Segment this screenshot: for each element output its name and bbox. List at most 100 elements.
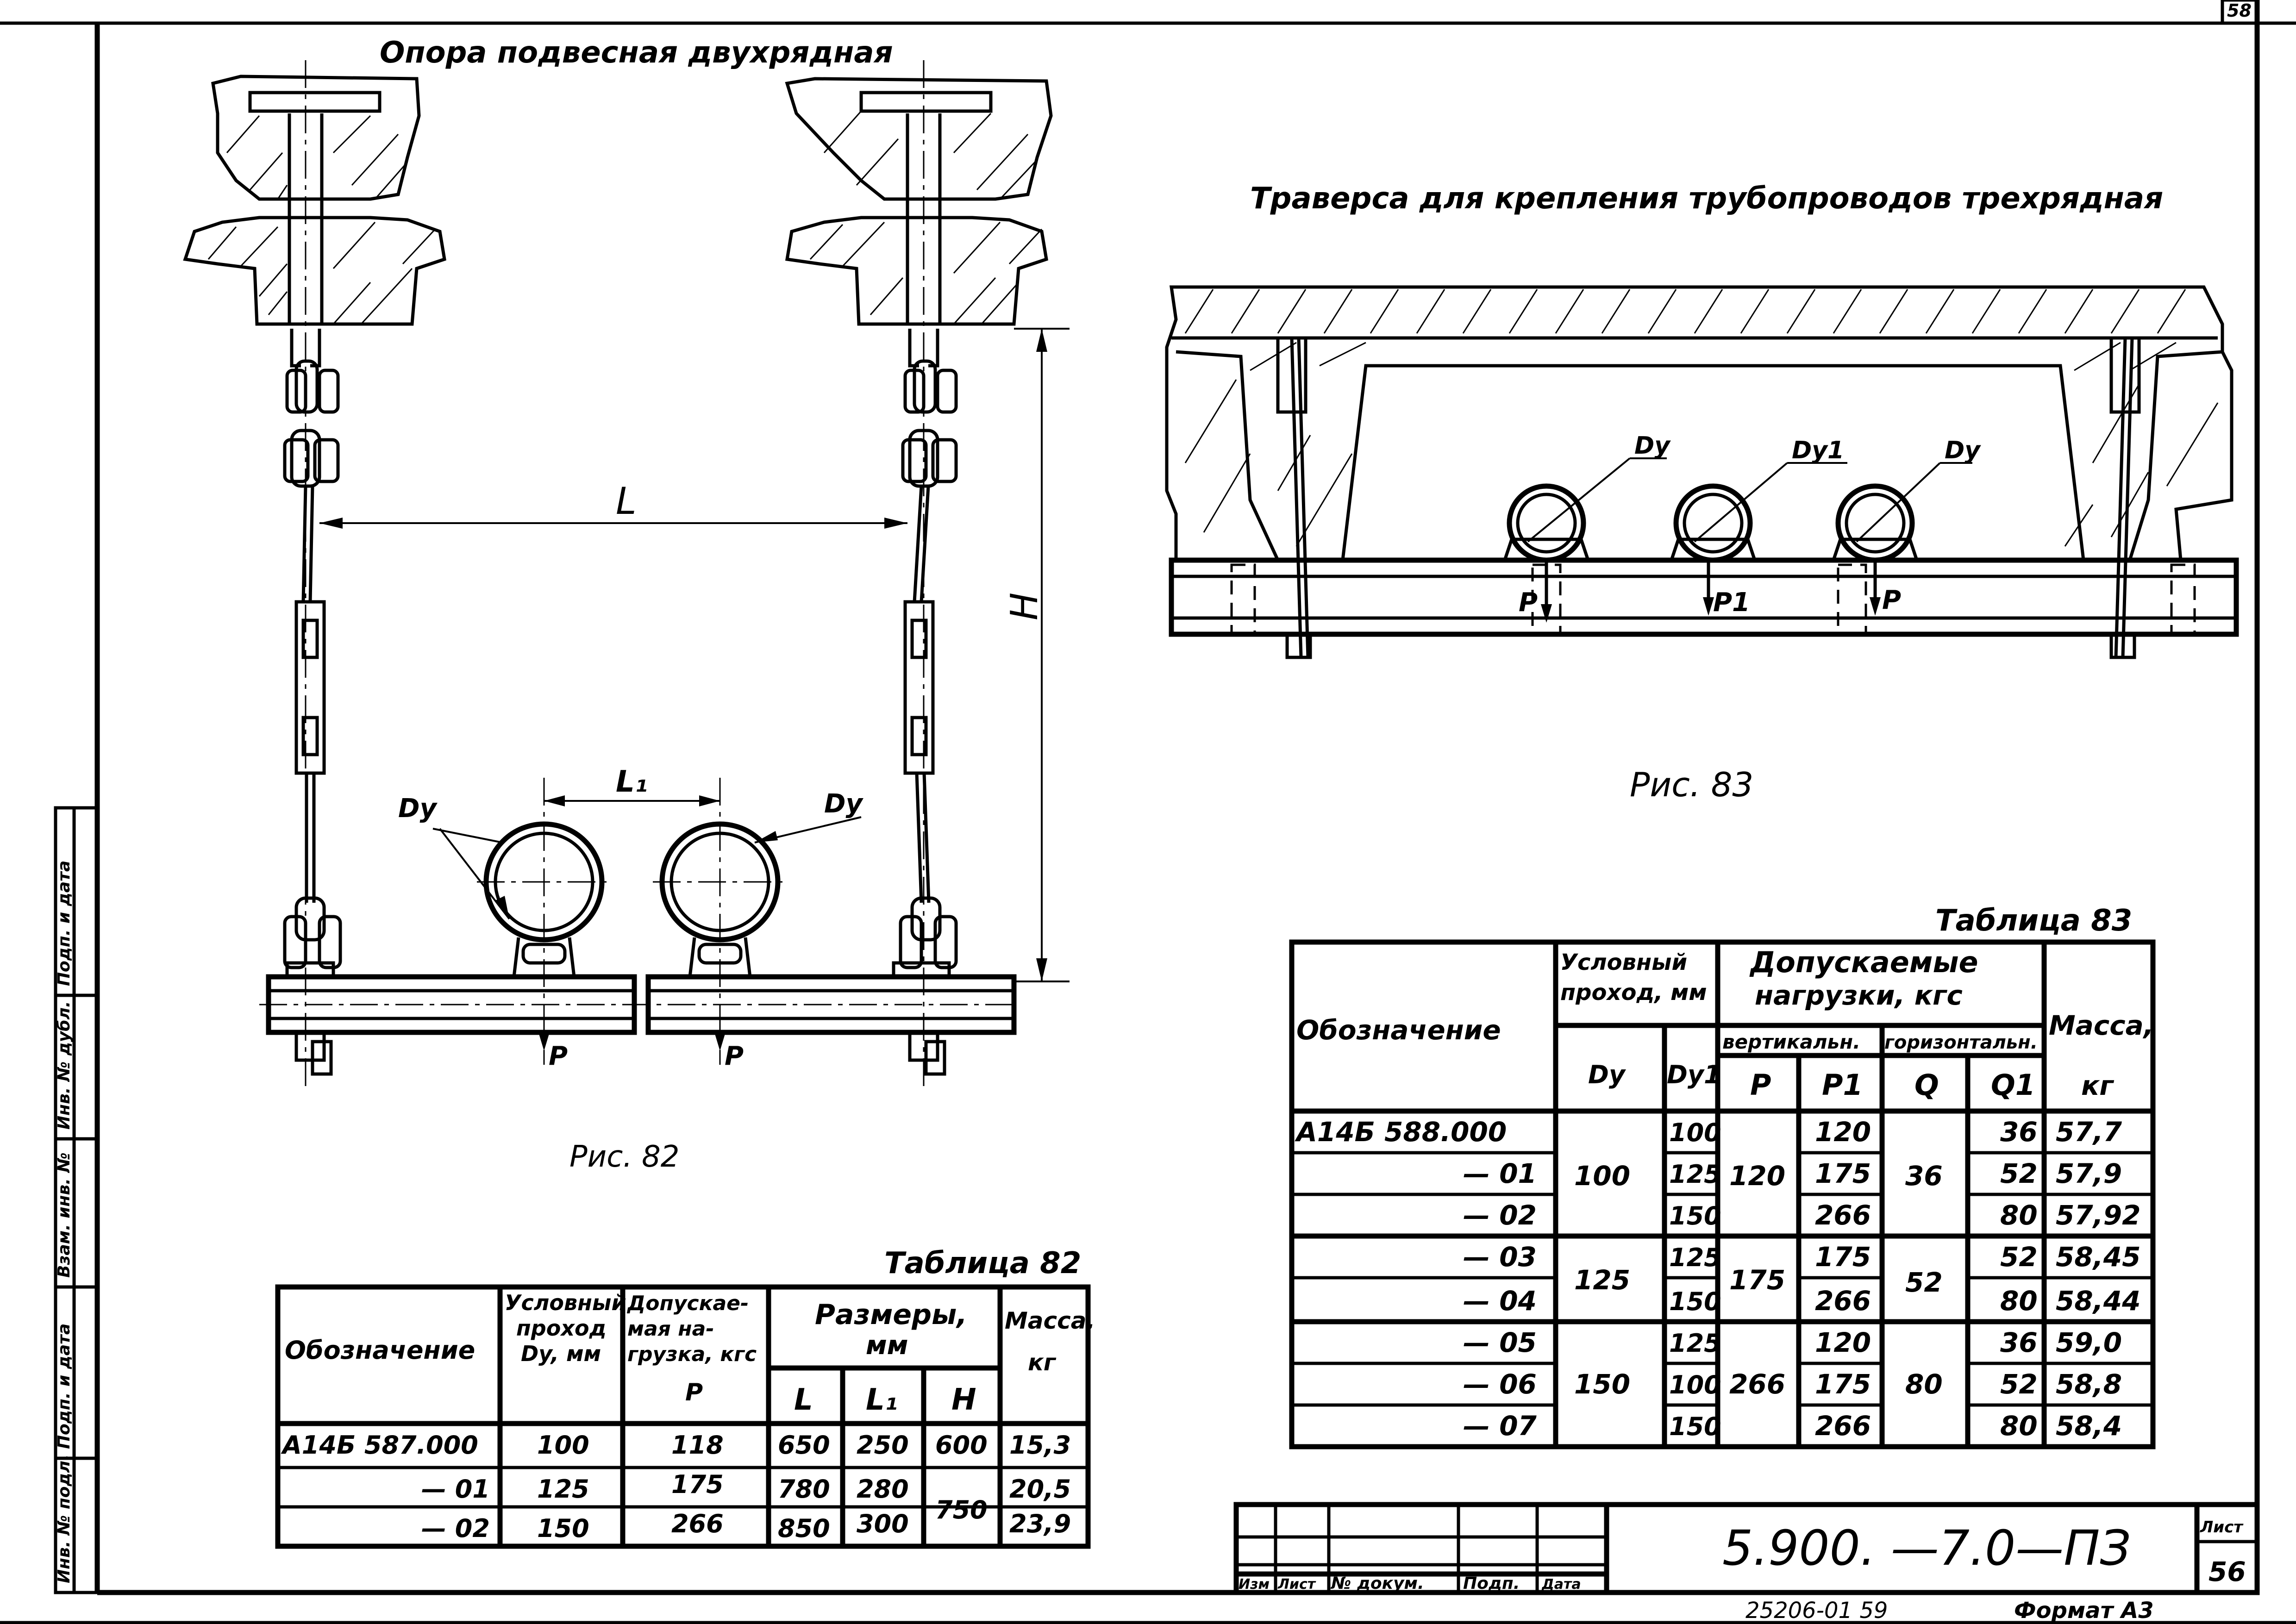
fig82-label-Dy-left: Dy (398, 793, 438, 824)
fig83-label-Dy1: Dy1 (1792, 437, 1844, 464)
table82-row: — 01 125 175 780 280 20,5 (421, 1470, 1071, 1504)
table83-h-q: Q (1914, 1068, 1939, 1102)
fig83-load-P-right: P (1882, 585, 1901, 615)
table82-h-bore-2: проход (516, 1316, 607, 1341)
table83-cell-mass: 58,45 (2056, 1241, 2140, 1273)
table83-cell-p1: 266 (1815, 1410, 1871, 1442)
title-block-col-date: Дата (1541, 1576, 1581, 1593)
title-block-col-doc: № докум. (1330, 1574, 1424, 1593)
side-stamp-podp-data-2: Подп. и дата (55, 861, 74, 986)
fig82-label-Dy-right: Dy (824, 789, 863, 819)
table82-cell-L1: 300 (857, 1509, 909, 1538)
table82-cell-L: 780 (778, 1474, 830, 1504)
table83-cell-mass: 59,0 (2056, 1327, 2122, 1358)
fig82-dim-L1: L₁ (616, 765, 648, 799)
table83-h-designation: Обозначение (1296, 1014, 1501, 1046)
side-stamp-vzam-inv: Взам. инв. № (55, 1152, 74, 1278)
table83-cell-q1: 36 (2000, 1116, 2038, 1148)
table82-cell-L1: 280 (857, 1474, 909, 1504)
table83-cell-dy1: 125 (1669, 1243, 1721, 1272)
table83-cell-designation: — 02 (1463, 1199, 1537, 1231)
table82-h-designation: Обозначение (285, 1336, 475, 1365)
table83-cell-dy: 100 (1574, 1160, 1630, 1192)
table82-cell-mass: 20,5 (1009, 1474, 1071, 1504)
table82-cell-L1: 250 (857, 1430, 909, 1460)
fig83-load-P1: P1 (1713, 587, 1750, 618)
fig82-beams (259, 974, 1019, 1076)
table82-h-dims-1: Размеры, (815, 1299, 967, 1331)
fig83-load-P-left: P (1519, 587, 1538, 618)
table83-h-dy: Dy (1588, 1060, 1627, 1089)
table83-h-mass-2: кг (2081, 1070, 2114, 1101)
table82-h-L: L (794, 1383, 813, 1417)
table82-h-mass-2: кг (1028, 1349, 1057, 1376)
table83-h-dy1: Dy1 (1667, 1060, 1721, 1089)
fig82-pipes (477, 778, 787, 1065)
table83-cell-p1: 120 (1815, 1327, 1871, 1358)
table83-row: А14Б 588.000 100 120 36 57,7 (1295, 1116, 2122, 1148)
table83-cell-mass: 58,4 (2056, 1410, 2122, 1442)
table83-cell-dy1: 100 (1669, 1370, 1721, 1399)
table83-cell-dy1: 150 (1669, 1412, 1721, 1441)
table82-cell-dy: 100 (537, 1430, 589, 1460)
table83-cell-dy1: 125 (1669, 1160, 1721, 1189)
table83-cell-p: 266 (1729, 1368, 1785, 1400)
table83-row: — 06 100 175 52 58,8 (1463, 1368, 2122, 1400)
table83-cell-q1: 52 (2000, 1158, 2038, 1189)
table83-cell-designation: — 03 (1463, 1241, 1537, 1273)
title-block-col-podp: Подп. (1463, 1574, 1520, 1593)
table83-row: — 02 150 266 80 57,92 (1463, 1199, 2140, 1231)
table83-h-vertical: вертикальн. (1722, 1031, 1860, 1053)
table83-cell-mass: 57,92 (2056, 1199, 2140, 1231)
side-stamp-inv-dubl: Инв. № дубл. (55, 1001, 74, 1130)
table83-h-horizontal: горизонтальн. (1884, 1032, 2038, 1053)
sheet-label: Лист (2200, 1518, 2244, 1537)
table83-h-load-2: нагрузки, кгс (1755, 980, 1963, 1011)
table82-h-load-p: P (685, 1379, 703, 1406)
fig82-load-P-left: P (549, 1041, 568, 1071)
document-code: 5.900. —7.0—ПЗ (1722, 1520, 2131, 1576)
fig82-title: Опора подвесная двухрядная (380, 36, 893, 70)
fig83-title: Траверса для крепления трубопроводов тре… (1250, 181, 2163, 216)
table-82: Таблица 82 Обозначение Условный проход D… (275, 1246, 1095, 1549)
table83-h-load-1: Допускаемые (1749, 945, 1978, 979)
fig82-dim-H: H (1003, 593, 1046, 620)
table83-cell-p1: 175 (1815, 1368, 1871, 1400)
table83-cell-dy1: 150 (1669, 1201, 1721, 1230)
table82-h-load-3: грузка, кгс (627, 1343, 757, 1366)
sheet-corner-number: 58 (2227, 0, 2252, 21)
table82-h-load-2: мая на- (627, 1317, 714, 1341)
table83-cell-dy: 150 (1574, 1368, 1630, 1400)
table82-h-bore-3: Dy, мм (521, 1341, 601, 1366)
table-83: Таблица 83 Обозн (1289, 904, 2156, 1449)
table82-title: Таблица 82 (884, 1246, 1081, 1280)
table83-cell-q1: 52 (2000, 1241, 2038, 1273)
fig82-dim-L: L (616, 480, 637, 523)
fig82-load-P-right: P (725, 1041, 744, 1071)
title-block: Изм Лист № докум. Подп. Дата 5.900. —7.0… (1233, 1502, 2260, 1624)
table83-row: — 05 125 120 36 59,0 (1463, 1327, 2122, 1358)
table83-cell-q1: 80 (2000, 1410, 2038, 1442)
table82-h-load-1: Допускае- (626, 1292, 749, 1315)
table83-group: 125 175 52 (1574, 1264, 1943, 1298)
table83-title: Таблица 83 (1935, 904, 2132, 938)
table82-cell-p: 266 (671, 1509, 724, 1538)
table82-cell-dy: 125 (537, 1474, 589, 1504)
title-block-col-izm: Изм (1239, 1576, 1270, 1593)
fig83-slab-hatch (1184, 289, 2219, 547)
table82-cell-mass: 15,3 (1009, 1430, 1071, 1460)
table83-h-bore-1: Условный (1560, 949, 1687, 975)
table83-cell-designation: — 06 (1463, 1368, 1537, 1400)
table83-cell-designation: — 05 (1463, 1327, 1537, 1358)
figure-82: Опора подвесная двухрядная (183, 36, 1070, 1174)
table82-cell-designation: А14Б 587.000 (281, 1430, 478, 1460)
table83-cell-p1: 175 (1815, 1241, 1871, 1273)
table83-h-p1: P1 (1822, 1068, 1863, 1102)
table83-row: — 04 150 266 80 58,44 (1463, 1285, 2140, 1317)
table82-cell-designation: — 01 (421, 1474, 490, 1504)
fig82-right-rod (892, 329, 958, 979)
table83-cell-p1: 120 (1815, 1116, 1871, 1148)
table83-h-bore-2: проход, мм (1560, 980, 1707, 1006)
